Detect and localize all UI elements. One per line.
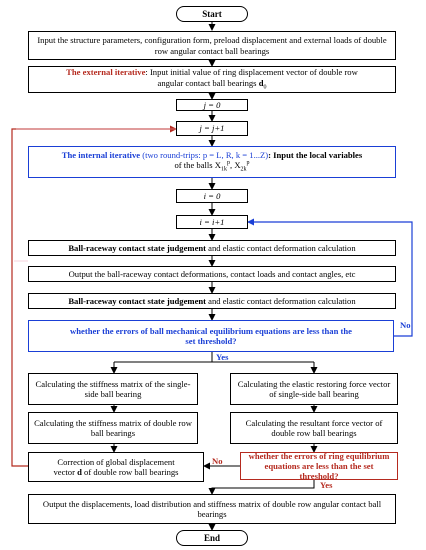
j-incr-text: j = j+1 [199,123,225,134]
contact-state-box-1: Ball-raceway contact state judgement and… [28,240,396,256]
external-iterative-box: The external iterative: Input initial va… [28,66,396,93]
correction-text2b: of double row ball bearings [81,467,179,477]
internal-iterative-box: The internal iterative (two round-trips:… [28,146,396,178]
force-double-text: Calculating the resultant force vector o… [245,417,383,438]
start-label: Start [202,8,222,19]
start-terminal: Start [176,6,248,22]
external-iterative-text1: : Input initial value of ring displaceme… [145,67,358,78]
internal-sep: , X [230,160,241,171]
end-label: End [203,532,220,543]
j-init-box: j = 0 [176,99,248,111]
internal-sup1: p [227,160,231,167]
contact-state-box-2: Ball-raceway contact state judgement and… [28,293,396,309]
stiff-single-text: Calculating the stiffness matrix of the … [35,378,191,399]
j-init-text: j = 0 [203,99,221,110]
yes-label-1: Yes [216,352,229,362]
external-iterative-text2: angular contact ball bearings [157,77,257,88]
correction-text1: Correction of global displacement [57,456,175,467]
external-symbol-sub: 0 [263,84,267,91]
correction-box: Correction of global displacement vector… [28,452,204,482]
input-params-box: Input the structure parameters, configur… [28,31,396,60]
external-iterative-label: The external iterative [66,67,146,78]
no-label-2: No [212,456,223,466]
edge-ballcheck-no-loop [247,218,413,337]
i-init-text: i = 0 [203,190,221,201]
ring-check-text: whether the errors of ring equilibrium e… [248,450,390,482]
internal-text2: of the balls X [174,160,222,171]
force-single-box: Calculating the elastic restoring force … [230,373,398,405]
stiffness-double-box: Calculating the stiffness matrix of doub… [28,412,198,444]
no-label-1: No [400,320,411,330]
i-incr-text: i = i+1 [199,216,225,227]
internal-sup2: p [246,160,250,167]
edge-ringcheck-yes [208,480,315,495]
stiff-double-text: Calculating the stiffness matrix of doub… [34,417,192,438]
ball-check-text: whether the errors of ball mechanical eq… [70,325,352,346]
correction-text2a: vector [53,467,78,477]
output-contact-box: Output the ball-raceway contact deformat… [28,266,396,282]
force-double-box: Calculating the resultant force vector o… [230,412,398,444]
internal-text: : Input the local variables [268,149,363,160]
input-params-text: Input the structure parameters, configur… [37,35,387,56]
correction-symbol: d [77,467,82,477]
ring-equilibrium-check: whether the errors of ring equilibrium e… [240,450,398,482]
internal-sub1: 1k [221,166,228,173]
contact1-bold: Ball-raceway contact state judgement [68,242,207,253]
internal-iterative-label: The internal iterative [61,149,141,160]
yes-label-2: Yes [320,480,333,490]
internal-sub2: 2k [240,166,247,173]
external-symbol: d [258,77,264,88]
end-terminal: End [176,530,248,546]
output-final-box: Output the displacements, load distribut… [28,494,396,524]
output-contact-text: Output the ball-raceway contact deformat… [68,268,356,279]
output-final-text: Output the displacements, load distribut… [42,498,382,519]
j-incr-box: j = j+1 [176,121,248,136]
i-init-box: i = 0 [176,189,248,203]
contact2-bold: Ball-raceway contact state judgement [68,295,207,306]
i-incr-box: i = i+1 [176,215,248,229]
internal-loop-desc: (two round-trips: p = L, R, k = 1...Z) [140,149,269,160]
contact1-rest: and elastic contact deformation calculat… [206,242,356,253]
ball-equilibrium-check: whether the errors of ball mechanical eq… [28,320,394,352]
contact2-rest: and elastic contact deformation calculat… [206,295,356,306]
force-single-text: Calculating the elastic restoring force … [237,378,391,399]
stiffness-single-box: Calculating the stiffness matrix of the … [28,373,198,405]
